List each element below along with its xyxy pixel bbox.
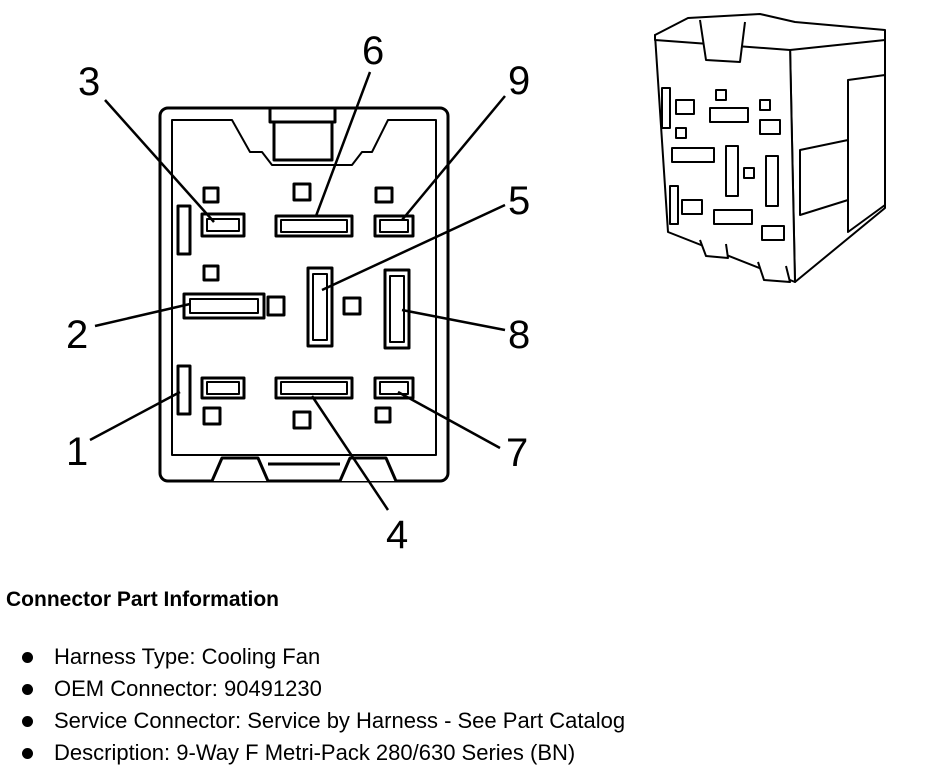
key-5 [342,296,362,316]
cavity-3 [200,212,246,238]
bullet-icon [22,747,33,759]
key-1c [374,186,394,204]
connector-diagram: 1 2 3 4 5 6 7 8 9 [66,13,886,557]
connector-isometric-view [654,13,886,283]
description-label: Description: [54,740,171,765]
pin-label-2: 2 [66,313,88,357]
key-side-left [176,204,192,256]
service-connector-value: Service by Harness - See Part Catalog [247,708,626,733]
iso-right-rib [847,74,886,233]
pin-label-1: 1 [66,430,88,474]
pin-label-3: 3 [78,60,100,104]
pin-labels: 1 2 3 4 5 6 7 8 9 [66,29,530,557]
key-2b [266,295,286,317]
cavity-8 [383,268,411,350]
pin-label-8: 8 [508,313,530,357]
cavity-6 [274,214,354,238]
iso-right-rib-2 [799,139,849,216]
connector-info-list: Harness Type: Cooling Fan OEM Connector:… [22,641,625,769]
connector-face-view [89,71,506,511]
key-3b [292,410,312,430]
bullet-icon [22,715,33,727]
connector-info-title: Connector Part Information [6,588,280,611]
cavity-9 [373,214,415,238]
oem-connector-label: OEM Connector: [54,676,218,701]
key-1a [202,186,220,204]
pin-label-6: 6 [362,29,384,73]
cavity-1b [200,376,246,400]
oem-connector-value: 90491230 [223,676,322,701]
list-item: Harness Type: Cooling Fan [22,641,625,673]
list-item: OEM Connector: 90491230 [22,673,625,705]
foot-left [210,456,270,482]
pin-label-4: 4 [386,513,408,557]
iso-top-latch [699,19,746,63]
key-1b [292,182,312,202]
housing-inner [171,119,437,456]
cavity-1 [176,364,192,416]
list-item: Service Connector: Service by Harness - … [22,705,625,737]
list-item: Description: 9-Way F Metri-Pack 280/630 … [22,737,625,769]
key-2 [202,264,220,282]
description-value: 9-Way F Metri-Pack 280/630 Series (BN) [176,740,576,765]
harness-type-label: Harness Type: [54,644,196,669]
latch-top-block [272,120,334,162]
pin-label-9: 9 [508,59,530,103]
bullet-icon [22,683,33,695]
foot-right [338,456,398,482]
leader-lines [89,71,506,511]
pin-label-7: 7 [506,431,528,475]
bullet-icon [22,651,33,663]
cavity-7 [373,376,415,400]
cavity-5 [306,266,334,348]
service-connector-label: Service Connector: [54,708,242,733]
pin-label-5: 5 [508,179,530,223]
key-3c [374,406,392,424]
harness-type-value: Cooling Fan [201,644,321,669]
key-3a [202,406,222,426]
